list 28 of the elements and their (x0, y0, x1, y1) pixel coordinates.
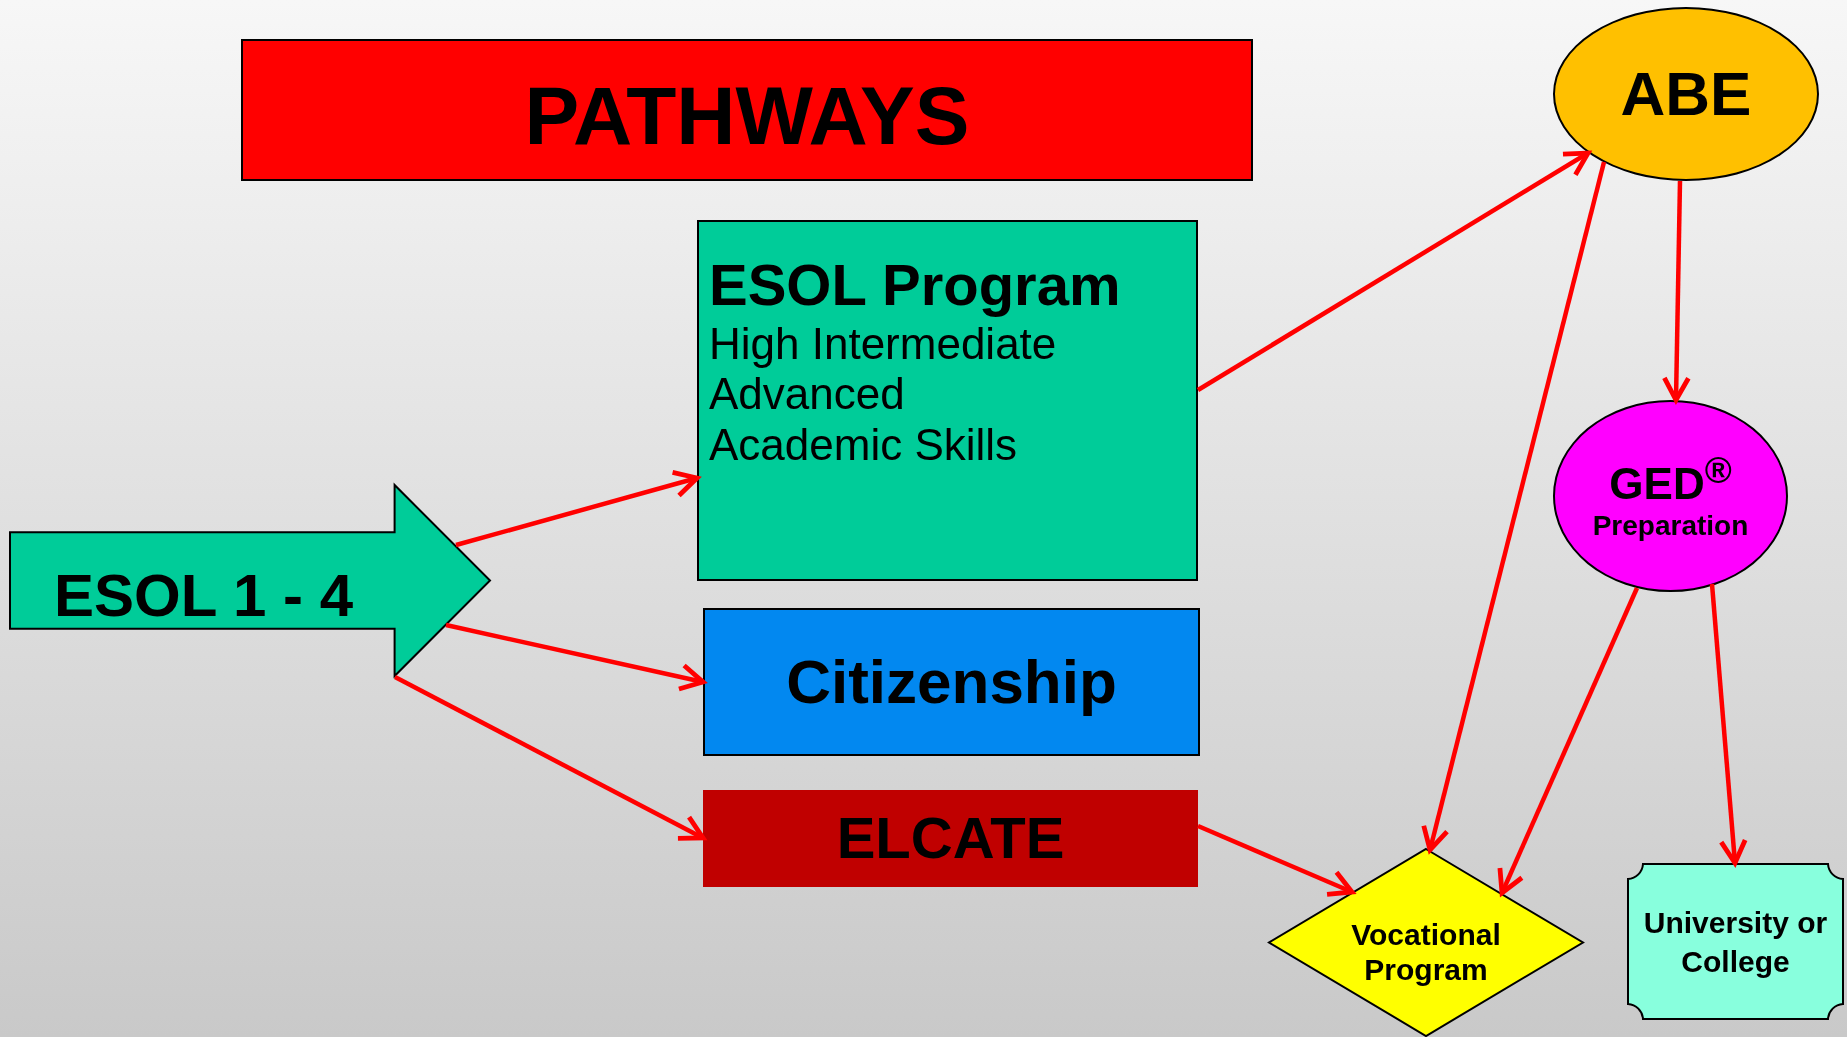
arrow (445, 622, 706, 692)
arrow-shape (9, 484, 491, 677)
plaque-box (1627, 863, 1844, 1020)
node-label: ELCATE (836, 805, 1065, 872)
node-label: Vocational Program (1350, 917, 1502, 987)
decision-diamond (1268, 848, 1584, 1037)
node-label: ESOL 1 - 4 (54, 561, 353, 630)
arrow (1497, 587, 1640, 896)
title-banner: PATHWAYS (241, 39, 1253, 181)
node-label: ABE (1620, 58, 1752, 130)
arrow (1421, 161, 1607, 853)
arrow (1709, 583, 1748, 866)
node-heading: ESOL Program (709, 252, 1121, 319)
arrow (1662, 180, 1691, 403)
node-label: Advanced (709, 369, 905, 420)
node-label: University or College (1642, 904, 1829, 980)
arrow (1196, 150, 1591, 392)
arrow (1197, 823, 1355, 897)
process-box (697, 220, 1198, 581)
node-label: Preparation (1592, 509, 1749, 542)
node-label: High Intermediate (709, 318, 1057, 370)
process-box (703, 608, 1200, 756)
node-label: Academic Skills (709, 419, 1018, 471)
node-heading: GED$^{®}$ (1609, 450, 1732, 510)
arrow (393, 675, 706, 841)
arrow (455, 469, 700, 548)
node-label: Citizenship (786, 646, 1117, 718)
process-box (703, 790, 1198, 887)
